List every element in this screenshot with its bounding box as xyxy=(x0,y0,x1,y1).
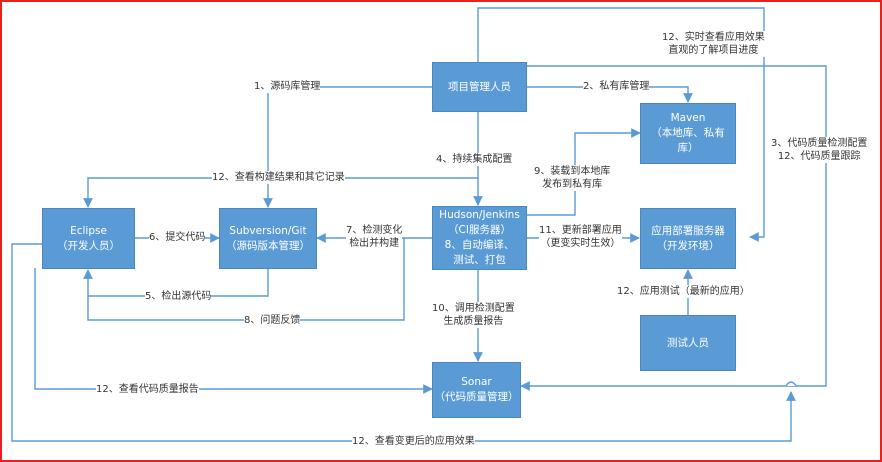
label-detect-changes-line1: 7、检测变化 xyxy=(346,225,403,236)
arrow-realtime-view xyxy=(477,7,765,242)
label-quality-config-line1: 3、代码质量检测配置 xyxy=(771,138,868,149)
node-hudson-jenkins: Hudson/Jenkins （CI服务器） 8、自动编译、 测试、打包 xyxy=(432,206,527,270)
label-quality-config-line2: 12、代码质量跟踪 xyxy=(777,151,861,162)
node-maven-title: Maven xyxy=(670,112,706,124)
arrow-quality-config xyxy=(520,65,827,391)
label-quality-config: 3、代码质量检测配置 12、代码质量跟踪 xyxy=(771,137,868,163)
label-run-quality-checks-line1: 10、调用检测配置 xyxy=(432,303,515,314)
label-update-deploy-line1: 11、更新部署应用 xyxy=(539,225,622,236)
node-app-server-subtitle: （开发环境） xyxy=(656,239,720,252)
node-tester-label: 测试人员 xyxy=(667,336,709,349)
label-detect-changes-line2: 检出并构建 xyxy=(349,238,400,249)
label-realtime-view-line1: 12、实时查看应用效果 xyxy=(662,32,765,43)
node-tester: 测试人员 xyxy=(640,315,736,371)
label-view-build-results: 12、查看构建结果和其它记录 xyxy=(212,171,345,184)
node-hudson-desc-2: 测试、打包 xyxy=(453,254,506,266)
node-svn-title: Subversion/Git xyxy=(229,224,307,237)
label-private-repo-mgmt: 2、私有库管理 xyxy=(583,80,650,93)
label-view-build-results-text: 12、查看构建结果和其它记录 xyxy=(212,172,345,183)
label-update-deploy: 11、更新部署应用 （更变实时生效） xyxy=(539,224,622,250)
node-svn-subtitle: （源码版本管理） xyxy=(226,239,310,252)
label-load-publish-line2: 发布到私有库 xyxy=(542,179,603,190)
label-run-quality-checks: 10、调用检测配置 生成质量报告 xyxy=(432,302,515,328)
label-source-repo-mgmt-text: 1、源码库管理 xyxy=(254,81,321,92)
arrow-source-repo-mgmt xyxy=(263,86,432,208)
label-issue-feedback: 8、问题反馈 xyxy=(244,314,301,327)
arrow-view-build-results xyxy=(83,177,478,208)
node-eclipse: Eclipse （开发人员） xyxy=(42,208,135,269)
node-maven-subtitle-2: 库） xyxy=(677,142,699,154)
label-source-repo-mgmt: 1、源码库管理 xyxy=(254,80,321,93)
label-app-testing-text: 12、应用测试（最新的应用） xyxy=(617,286,750,297)
node-svn-git: Subversion/Git （源码版本管理） xyxy=(219,208,317,269)
label-view-app-changes: 12、查看变更后的应用效果 xyxy=(352,435,475,448)
label-load-publish: 9、装载到本地库 发布到私有库 xyxy=(534,165,611,191)
node-hudson-title: Hudson/Jenkins xyxy=(439,209,520,221)
label-ci-config: 4、持续集成配置 xyxy=(436,153,513,166)
label-load-publish-line1: 9、装载到本地库 xyxy=(534,166,611,177)
label-view-quality-report: 12、查看代码质量报告 xyxy=(96,383,199,396)
label-realtime-view-line2: 直观的了解项目进度 xyxy=(668,45,759,56)
node-project-manager-label: 项目管理人员 xyxy=(448,80,511,93)
node-project-manager: 项目管理人员 xyxy=(432,62,527,112)
label-detect-changes: 7、检测变化 检出并构建 xyxy=(346,224,403,250)
node-hudson-desc-1: 8、自动编译、 xyxy=(444,239,515,251)
label-update-deploy-line2: （更变实时生效） xyxy=(540,238,621,249)
label-view-app-changes-text: 12、查看变更后的应用效果 xyxy=(352,436,475,447)
label-commit-code: 6、提交代码 xyxy=(149,231,206,244)
arrow-view-app-changes xyxy=(11,243,796,442)
node-maven-subtitle: （本地库、私有 xyxy=(651,127,725,139)
arrow-private-repo-mgmt xyxy=(527,86,693,103)
node-sonar-title: Sonar xyxy=(461,376,492,388)
node-eclipse-title: Eclipse xyxy=(70,224,107,237)
node-app-server-title: 应用部署服务器 xyxy=(651,224,725,237)
label-view-quality-report-text: 12、查看代码质量报告 xyxy=(96,384,199,395)
node-app-server: 应用部署服务器 （开发环境） xyxy=(640,208,736,269)
line-hop xyxy=(785,381,797,387)
node-sonar-subtitle: （代码质量管理） xyxy=(434,391,519,403)
label-issue-feedback-text: 8、问题反馈 xyxy=(244,315,301,326)
label-app-testing: 12、应用测试（最新的应用） xyxy=(617,285,750,298)
node-eclipse-subtitle: （开发人员） xyxy=(57,239,120,252)
label-checkout-code-text: 5、检出源代码 xyxy=(145,291,212,302)
label-ci-config-text: 4、持续集成配置 xyxy=(436,154,513,165)
node-sonar: Sonar （代码质量管理） xyxy=(432,362,521,418)
label-realtime-view: 12、实时查看应用效果 直观的了解项目进度 xyxy=(662,31,765,57)
label-commit-code-text: 6、提交代码 xyxy=(149,232,206,243)
label-run-quality-checks-line2: 生成质量报告 xyxy=(443,316,504,327)
label-private-repo-mgmt-text: 2、私有库管理 xyxy=(583,81,650,92)
arrow-view-quality-report xyxy=(34,268,433,394)
node-maven: Maven （本地库、私有 库） xyxy=(640,103,736,164)
label-checkout-code: 5、检出源代码 xyxy=(145,290,212,303)
node-hudson-subtitle: （CI服务器） xyxy=(448,224,511,236)
